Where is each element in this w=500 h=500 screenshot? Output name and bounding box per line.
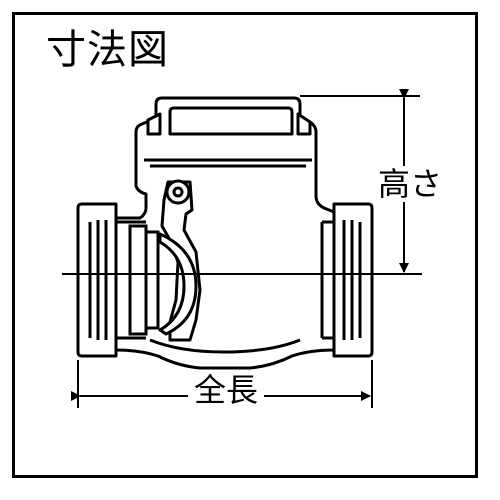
- hinge-pin-inner: [172, 186, 184, 198]
- seat-ring: [128, 224, 160, 336]
- page-title: 寸法図: [46, 27, 169, 73]
- length-label: 全長: [188, 372, 265, 408]
- swing-disc-assembly: [158, 179, 202, 342]
- swing-disc: [158, 232, 198, 336]
- valve-cap: [168, 106, 294, 136]
- cap-lug-right: [296, 112, 312, 136]
- lower-body-line: [149, 338, 301, 354]
- body-inner-lines: [88, 158, 362, 354]
- cap-lug-left: [146, 112, 162, 136]
- valve-body: [76, 96, 374, 370]
- height-label: 高さ: [376, 165, 445, 203]
